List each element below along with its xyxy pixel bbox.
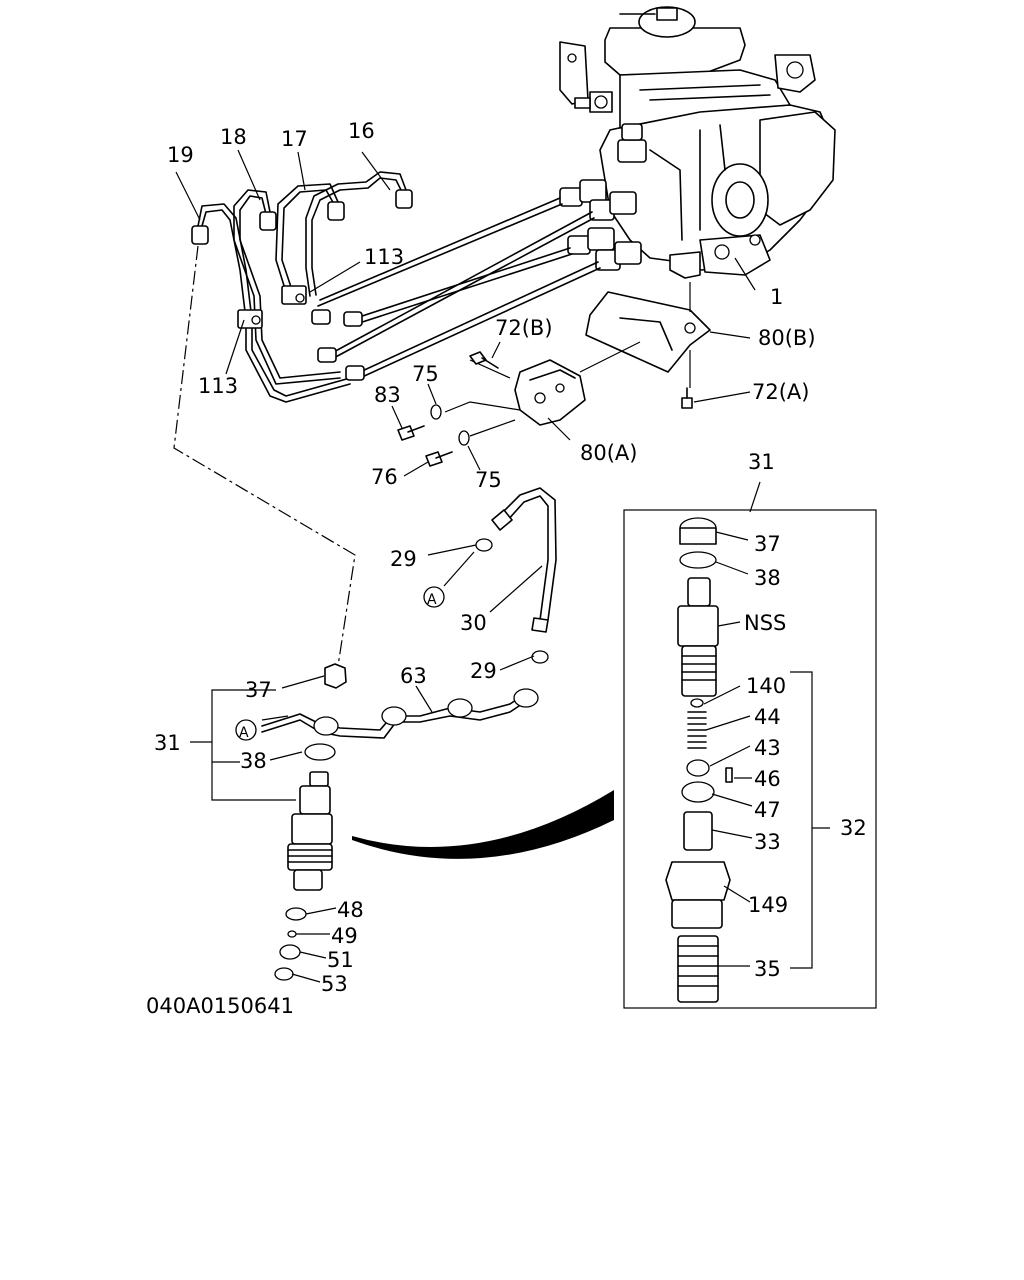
label-29-lower: 29: [470, 659, 497, 683]
label-17: 17: [281, 127, 308, 151]
label-33: 33: [754, 830, 781, 854]
injection-pipes: [191, 171, 601, 403]
label-47: 47: [754, 798, 781, 822]
label-38-left: 38: [240, 749, 267, 773]
label-31-left: 31: [154, 731, 181, 755]
label-32: 32: [840, 816, 867, 840]
label-80a: 80(A): [580, 441, 637, 465]
bracket-32: [790, 671, 830, 969]
brackets: [397, 282, 711, 467]
nozzle-holder-left: [274, 663, 347, 981]
dashed-line-pipe19-to-nozzle: [173, 245, 356, 667]
label-75-lower: 75: [475, 468, 502, 492]
label-18: 18: [220, 125, 247, 149]
drawing-code: 040A0150641: [146, 994, 294, 1018]
leak-off-hose: [475, 487, 557, 664]
circle-a-marker-hose: [423, 586, 445, 608]
label-140: 140: [746, 674, 786, 698]
bracket-31-left: [190, 689, 296, 801]
label-75-upper: 75: [412, 362, 439, 386]
label-31-box: 31: [748, 450, 775, 474]
label-72a: 72(A): [752, 380, 809, 404]
label-38-box: 38: [754, 566, 781, 590]
circle-a-marker-pipe: [235, 719, 257, 741]
label-37-left: 37: [245, 678, 272, 702]
nozzle-holder-exploded: [623, 509, 877, 1009]
label-51: 51: [327, 948, 354, 972]
label-53: 53: [321, 972, 348, 996]
part-labels: 1 16 17 18 19 113 113 72(B) 80(B) 72(A) …: [154, 119, 867, 996]
leader-lines: [175, 149, 761, 983]
label-a-hose: A: [427, 592, 437, 608]
transition-arrow: [352, 790, 614, 859]
label-29-upper: 29: [390, 547, 417, 571]
label-49: 49: [331, 924, 358, 948]
label-35: 35: [754, 957, 781, 981]
label-80b: 80(B): [758, 326, 816, 350]
label-48: 48: [337, 898, 364, 922]
label-63: 63: [400, 664, 427, 688]
injection-pump: [559, 6, 836, 279]
label-149: 149: [748, 893, 788, 917]
label-43: 43: [754, 736, 781, 760]
label-19: 19: [167, 143, 194, 167]
label-113-left: 113: [198, 374, 238, 398]
label-37-box: 37: [754, 532, 781, 556]
label-72b: 72(B): [495, 316, 553, 340]
label-1: 1: [770, 285, 783, 309]
label-76: 76: [371, 465, 398, 489]
leak-off-pipe: [261, 688, 539, 739]
label-46: 46: [754, 767, 781, 791]
label-nss: NSS: [744, 611, 786, 635]
label-44: 44: [754, 705, 781, 729]
label-a-pipe: A: [239, 725, 249, 741]
label-113-top: 113: [364, 245, 404, 269]
label-16: 16: [348, 119, 375, 143]
label-30: 30: [460, 611, 487, 635]
label-83: 83: [374, 383, 401, 407]
